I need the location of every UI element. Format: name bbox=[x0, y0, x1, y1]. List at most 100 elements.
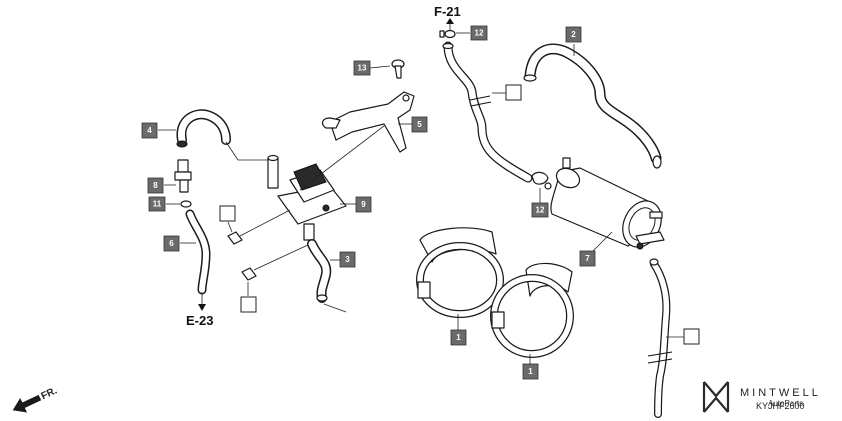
hose-3-end bbox=[316, 294, 328, 302]
canister-bolt bbox=[636, 242, 644, 250]
bolt-b-head bbox=[241, 267, 257, 281]
ref-e23-arrowhead bbox=[198, 304, 206, 311]
band-1a-inner bbox=[417, 243, 503, 317]
leader-7 bbox=[591, 231, 613, 253]
callout-13-text: 13 bbox=[358, 64, 367, 73]
ref-f21: F-21 bbox=[434, 4, 461, 30]
vent-hose bbox=[442, 41, 533, 183]
bolt-lower-b bbox=[240, 243, 311, 313]
clip-12-body bbox=[531, 171, 549, 185]
callout-5-text: 5 bbox=[417, 120, 422, 129]
hose-3: 3 bbox=[307, 239, 356, 313]
oring-11-ring bbox=[180, 200, 192, 208]
callout-7-text: 7 bbox=[585, 254, 590, 263]
canister-7: 7 bbox=[550, 157, 665, 267]
fitting-8: 8 bbox=[147, 159, 192, 194]
drain-hose bbox=[647, 258, 700, 418]
brand-name: MINTWELL bbox=[740, 387, 821, 399]
clip-12-pin bbox=[544, 182, 552, 190]
bracket-5-hook bbox=[321, 117, 341, 129]
leader-4-to-valve bbox=[225, 141, 270, 161]
callout-11 bbox=[148, 196, 166, 212]
oring-11: 11 bbox=[148, 196, 192, 212]
callout-13 bbox=[353, 60, 371, 76]
callout-1-left bbox=[450, 329, 467, 346]
ref-e23-label: E-23 bbox=[186, 313, 213, 328]
empty-callout-top bbox=[505, 84, 522, 101]
hose-end-top bbox=[442, 42, 454, 50]
break-mark-1 bbox=[469, 95, 491, 101]
break-mark-3 bbox=[647, 351, 673, 357]
callout-4 bbox=[141, 122, 158, 139]
callout-12-top-text: 12 bbox=[475, 29, 484, 38]
callout-8 bbox=[147, 177, 164, 194]
drain-hose-end bbox=[649, 258, 659, 266]
callout-12-bottom-text: 12 bbox=[536, 206, 545, 215]
canister-nozzle-top bbox=[562, 157, 571, 169]
callout-3-text: 3 bbox=[345, 255, 350, 264]
band-1b-latch bbox=[491, 311, 505, 329]
ref-f21-arrowhead bbox=[446, 18, 454, 24]
canister-end-ring bbox=[628, 207, 656, 241]
bracket-5-hole bbox=[402, 94, 410, 102]
fitting-8-stem bbox=[179, 179, 189, 193]
front-direction: FR. bbox=[12, 385, 59, 413]
brand-logo-icon bbox=[702, 381, 730, 413]
bolt-lower-a bbox=[219, 205, 291, 245]
empty-callout-b bbox=[240, 296, 257, 313]
callout-9-text: 9 bbox=[361, 200, 366, 209]
clip-12: 12 bbox=[531, 171, 552, 218]
fitting-8-flange bbox=[174, 171, 192, 181]
break-mark-4 bbox=[647, 358, 673, 364]
callout-8-text: 8 bbox=[153, 181, 158, 190]
bracket-5-body bbox=[329, 91, 415, 153]
diagram-code: KYJHF2600 bbox=[756, 401, 805, 411]
hose-4-end bbox=[176, 140, 188, 148]
hose-6: 6 E-23 bbox=[163, 209, 213, 328]
callout-1-left-text: 1 bbox=[456, 333, 461, 342]
canister-nozzle-side bbox=[649, 211, 663, 219]
purge-valve-9: 9 bbox=[267, 154, 372, 241]
callout-5 bbox=[411, 116, 428, 133]
band-1-left: 1 bbox=[416, 227, 504, 346]
bracket-5-link bbox=[299, 125, 385, 191]
callout-6-text: 6 bbox=[169, 239, 174, 248]
band-1-right: 1 bbox=[490, 262, 574, 380]
hose-3-tail bbox=[323, 303, 347, 313]
ref-f21-label: F-21 bbox=[434, 4, 461, 19]
valve-port-top-end bbox=[267, 154, 279, 162]
front-arrow-icon bbox=[12, 394, 42, 413]
valve-port-bottom bbox=[303, 223, 315, 241]
brand-tagline: AutoParts bbox=[768, 399, 803, 408]
bolt-a-leader bbox=[239, 209, 291, 237]
empty-callout-a bbox=[219, 205, 236, 222]
bolt-13: 13 bbox=[353, 59, 405, 79]
callout-12-top bbox=[470, 25, 488, 41]
hose-4: 4 bbox=[141, 109, 270, 161]
bolt-b-leader bbox=[253, 243, 311, 271]
valve-connector bbox=[293, 163, 327, 191]
canister-bracket bbox=[635, 231, 665, 245]
clip-ring bbox=[444, 29, 456, 39]
bolt-13-shank bbox=[394, 65, 402, 79]
callout-11-text: 11 bbox=[153, 200, 162, 209]
break-mark-2 bbox=[470, 101, 492, 107]
leader-empty-a bbox=[227, 221, 233, 233]
callout-2-text: 2 bbox=[571, 30, 576, 39]
empty-callout-right bbox=[683, 328, 700, 345]
callout-12-bottom bbox=[531, 202, 549, 218]
bracket-5: 5 bbox=[299, 91, 428, 191]
leader-13 bbox=[369, 65, 391, 69]
callout-1-right-text: 1 bbox=[528, 367, 533, 376]
fitting-8-top bbox=[177, 159, 189, 173]
bolt-a-head bbox=[227, 231, 243, 245]
canister-top-cap bbox=[555, 167, 581, 189]
hose-2-end-left bbox=[523, 74, 537, 82]
callout-6 bbox=[163, 235, 180, 252]
valve-port-top bbox=[267, 157, 279, 189]
front-label: FR. bbox=[40, 385, 59, 402]
callout-2 bbox=[565, 26, 582, 43]
callout-4-text: 4 bbox=[147, 126, 152, 135]
callout-1-right bbox=[522, 363, 539, 380]
